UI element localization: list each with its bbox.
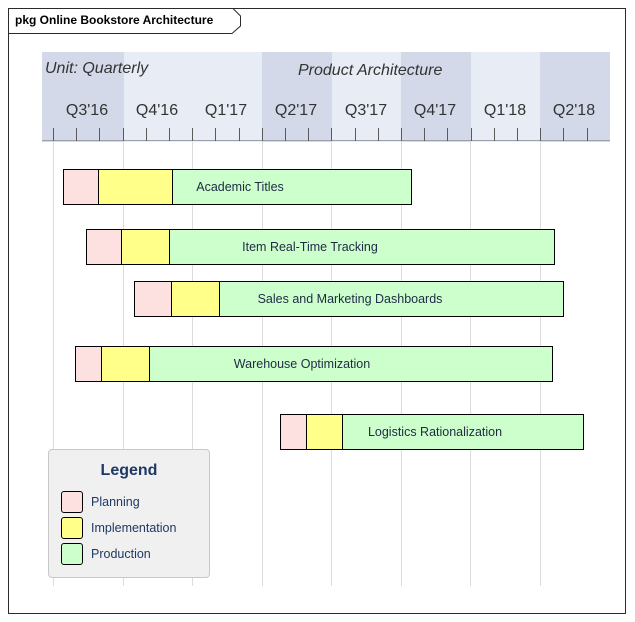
timeline-header xyxy=(42,52,610,142)
timeline-tick xyxy=(355,128,356,141)
package-title: pkg Online Bookstore Architecture xyxy=(15,13,214,27)
package-tab-shape xyxy=(8,8,241,34)
timeline-axis xyxy=(42,140,610,141)
bar-label: Sales and Marketing Dashboards xyxy=(257,292,443,306)
timeline-tick xyxy=(378,128,379,141)
timeline-tick xyxy=(169,128,170,141)
timeline-tick xyxy=(494,128,495,141)
timeline-tick xyxy=(262,128,263,141)
timeline-tick xyxy=(401,128,402,141)
legend-item-implementation: Implementation xyxy=(61,517,176,539)
quarter-label: Q4'17 xyxy=(413,102,457,119)
implementation-segment xyxy=(172,281,220,317)
production-segment: Item Real-Time Tracking xyxy=(170,229,555,265)
timeline-tick xyxy=(331,128,332,141)
quarter-label: Q2'18 xyxy=(552,102,596,119)
roadmap-bar-logistics-rationalization[interactable]: Logistics Rationalization xyxy=(280,414,584,450)
implementation-segment xyxy=(99,169,173,205)
roadmap-bar-academic-titles[interactable]: Academic Titles xyxy=(63,169,412,205)
quarter-column xyxy=(471,52,540,142)
production-segment: Academic Titles xyxy=(173,169,412,205)
planning-segment xyxy=(63,169,99,205)
legend-label: Production xyxy=(91,547,151,561)
production-segment: Warehouse Optimization xyxy=(150,346,553,382)
timeline-tick xyxy=(192,128,193,141)
package-tab: pkg Online Bookstore Architecture xyxy=(8,8,241,34)
grid-line xyxy=(53,142,54,586)
planning-segment xyxy=(86,229,122,265)
quarter-column xyxy=(262,52,332,142)
roadmap-bar-sales-dashboards[interactable]: Sales and Marketing Dashboards xyxy=(134,281,564,317)
quarter-label: Q2'17 xyxy=(274,102,318,119)
timeline-tick xyxy=(285,128,286,141)
timeline-tick xyxy=(215,128,216,141)
timeline-tick xyxy=(563,128,564,141)
timeline-tick xyxy=(239,128,240,141)
planning-segment xyxy=(134,281,172,317)
legend-item-planning: Planning xyxy=(61,491,140,513)
implementation-segment xyxy=(102,346,150,382)
legend-label: Planning xyxy=(91,495,140,509)
scale-label: Unit: Quarterly xyxy=(45,60,149,77)
implementation-segment xyxy=(307,414,343,450)
legend-title: Legend xyxy=(100,462,158,479)
legend-swatch xyxy=(61,517,83,539)
quarter-label: Q4'16 xyxy=(135,102,179,119)
implementation-segment xyxy=(122,229,170,265)
planning-segment xyxy=(280,414,307,450)
quarter-label: Q1'17 xyxy=(204,102,248,119)
production-segment: Logistics Rationalization xyxy=(343,414,584,450)
timeline-tick xyxy=(308,128,309,141)
quarter-column xyxy=(124,52,193,142)
legend: Legend Planning Implementation Productio… xyxy=(48,449,210,578)
legend-label: Implementation xyxy=(91,521,177,535)
bar-label: Academic Titles xyxy=(196,180,284,194)
bar-label: Warehouse Optimization xyxy=(233,357,371,371)
bar-label: Logistics Rationalization xyxy=(367,425,503,439)
quarter-column xyxy=(540,52,610,142)
quarter-column xyxy=(332,52,401,142)
planning-segment xyxy=(75,346,102,382)
roadmap-bar-item-tracking[interactable]: Item Real-Time Tracking xyxy=(86,229,555,265)
timeline-title: Product Architecture xyxy=(298,62,443,79)
legend-swatch xyxy=(61,543,83,565)
roadmap-bar-warehouse-optimization[interactable]: Warehouse Optimization xyxy=(75,346,553,382)
timeline-tick xyxy=(447,128,448,141)
timeline-tick xyxy=(76,128,77,141)
timeline-tick xyxy=(540,128,541,141)
legend-swatch xyxy=(61,491,83,513)
quarter-label: Q3'16 xyxy=(65,102,109,119)
timeline-tick xyxy=(471,128,472,141)
quarter-column xyxy=(193,52,262,142)
timeline-tick xyxy=(99,128,100,141)
quarter-label: Q1'18 xyxy=(483,102,527,119)
timeline-tick xyxy=(53,128,54,141)
timeline-tick xyxy=(517,128,518,141)
legend-item-production: Production xyxy=(61,543,151,565)
timeline-tick xyxy=(146,128,147,141)
production-segment: Sales and Marketing Dashboards xyxy=(220,281,564,317)
quarter-column xyxy=(42,52,124,142)
timeline-tick xyxy=(587,128,588,141)
timeline-tick xyxy=(424,128,425,141)
quarter-label: Q3'17 xyxy=(344,102,388,119)
bar-label: Item Real-Time Tracking xyxy=(242,240,378,254)
timeline-tick xyxy=(123,128,124,141)
quarter-column xyxy=(401,52,471,142)
